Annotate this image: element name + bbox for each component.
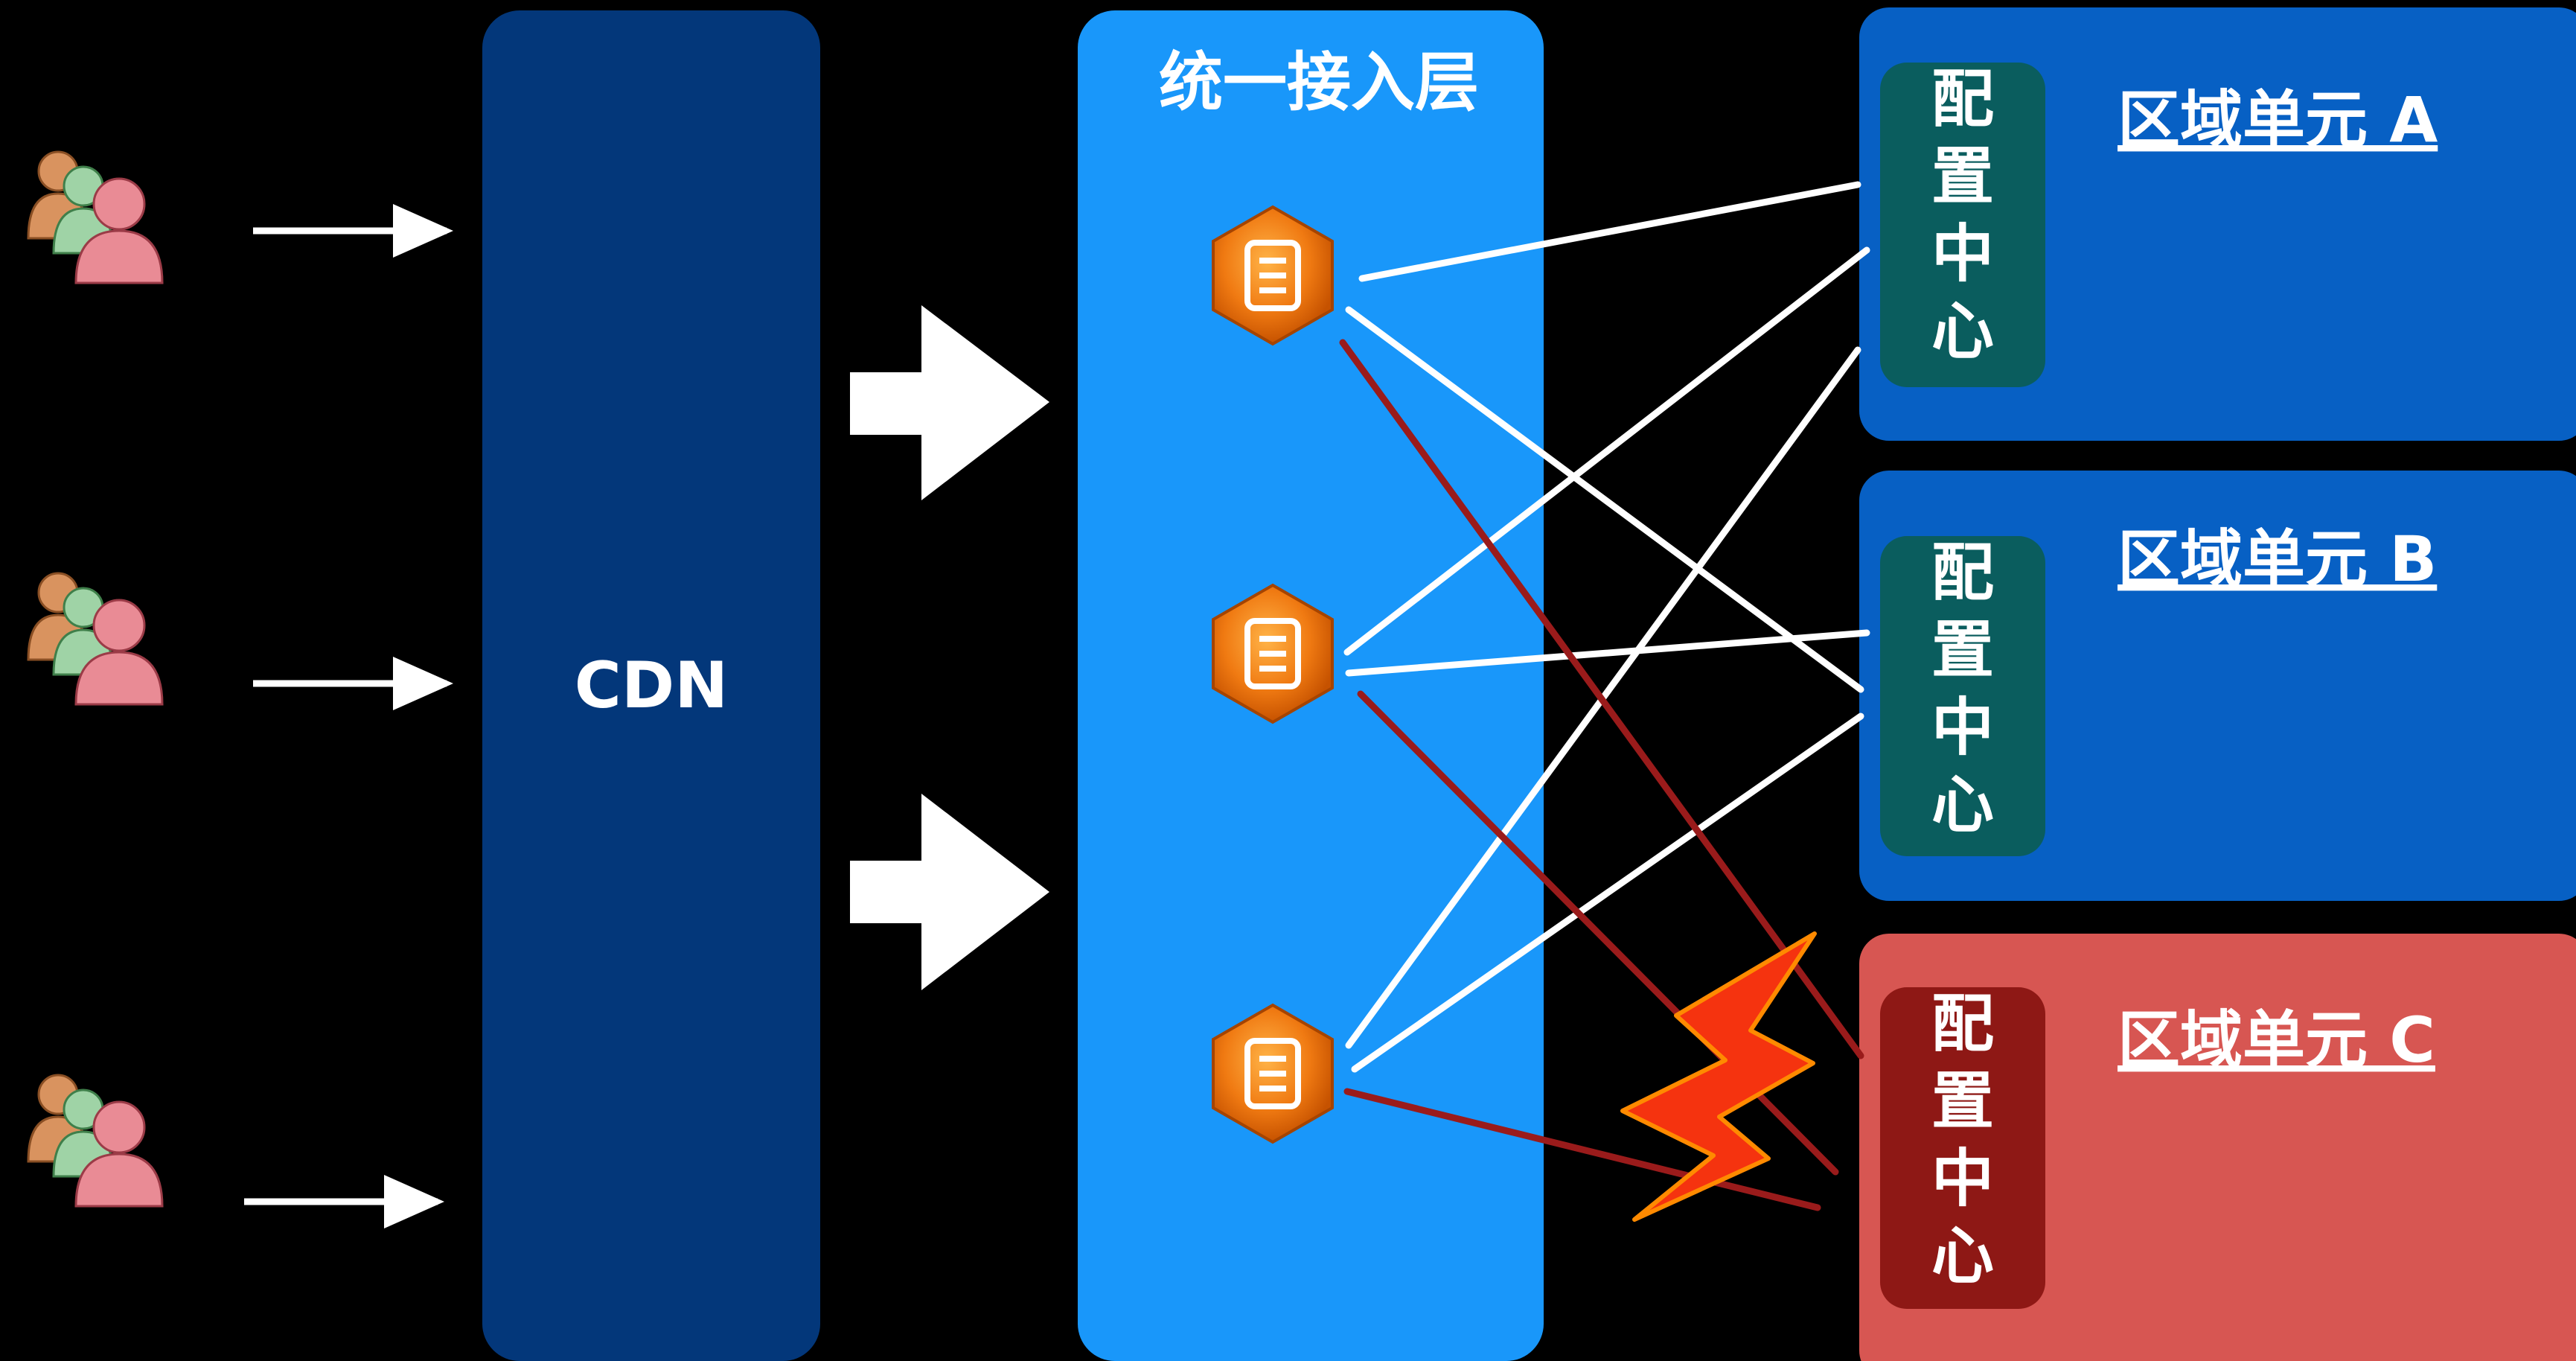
link-failed [1343, 1088, 1821, 1211]
region-title: 区域单元 C [2118, 1004, 2435, 1077]
config-center [1880, 63, 2045, 387]
region-title: 区域单元 B [2118, 523, 2437, 596]
config-center-char: 中 [1931, 217, 1994, 290]
user-group-icon [27, 1074, 164, 1208]
link-ok [1345, 629, 1870, 677]
user-group-icon [27, 150, 164, 284]
link-ok [1345, 306, 1864, 693]
lightning-icon [1620, 931, 1817, 1222]
config-center-char: 置 [1931, 613, 1994, 686]
region-b: 区域单元 B 配置中心 [1859, 471, 2576, 901]
link-ok [1343, 246, 1870, 656]
user-group-icon [27, 572, 164, 706]
config-center-char: 中 [1931, 691, 1994, 764]
cdn-box [482, 10, 820, 1361]
config-center-char: 配 [1931, 536, 1994, 609]
config-center-char: 置 [1931, 140, 1994, 213]
config-center-char: 配 [1931, 63, 1994, 136]
cdn-label: CDN [575, 648, 728, 723]
region-title: 区域单元 A [2118, 83, 2438, 156]
link-failed [1339, 339, 1864, 1059]
region-a: 区域单元 A 配置中心 [1859, 7, 2576, 441]
link-ok [1351, 713, 1864, 1073]
config-center-label: 配置中心 [1931, 536, 1994, 841]
config-center [1880, 536, 2045, 856]
config-center-char: 心 [1931, 1220, 1994, 1293]
config-center-label: 配置中心 [1931, 63, 1994, 368]
config-center-char: 心 [1931, 295, 1994, 368]
access-layer-title: 统一接入层 [1159, 45, 1479, 120]
flow-arrow [850, 794, 1049, 990]
config-center-char: 心 [1931, 768, 1994, 841]
link-ok [1358, 181, 1861, 282]
config-center-char: 配 [1931, 987, 1994, 1060]
config-center [1880, 987, 2045, 1309]
config-center-label: 配置中心 [1931, 987, 1994, 1293]
config-center-char: 置 [1931, 1065, 1994, 1138]
config-center-char: 中 [1931, 1142, 1994, 1215]
flow-arrow [850, 305, 1049, 500]
region-c: 区域单元 C 配置中心 [1859, 934, 2576, 1361]
